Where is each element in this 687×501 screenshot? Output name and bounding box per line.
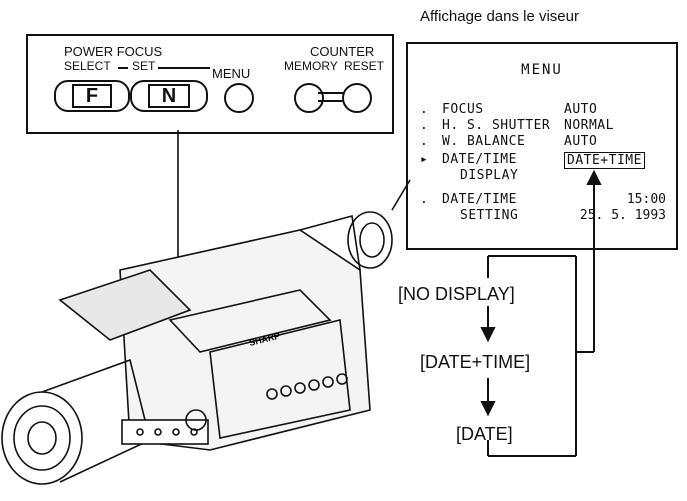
counter-reset-button[interactable] (342, 83, 372, 113)
viewfinder-caption: Affichage dans le viseur (420, 8, 579, 25)
seq-date: [DATE] (456, 424, 513, 444)
menu-row-balance: . W. BALANCE AUTO (420, 134, 598, 149)
memory-label: MEMORY (284, 59, 338, 73)
menu-title: MENU (521, 62, 563, 78)
set-label: SET (132, 59, 156, 73)
menu-row-setting: SETTING 25. 5. 1993 (460, 208, 666, 223)
menu-row-focus: . FOCUS AUTO (420, 102, 598, 117)
menu-button[interactable] (224, 83, 254, 113)
viewfinder-menu: MENU . FOCUS AUTO . H. S. SHUTTER NORMAL… (406, 42, 678, 250)
counter-label: COUNTER (310, 44, 375, 59)
camcorder-illustration: SHARP (1, 130, 411, 485)
n-key-label: N (147, 84, 191, 108)
counter-link (318, 92, 344, 102)
power-focus-label: POWER FOCUS (64, 44, 163, 59)
counter-memory-button[interactable] (294, 83, 324, 113)
select-f-button[interactable]: F (54, 80, 130, 112)
selection-arrow-icon: ▸ (420, 152, 428, 167)
menu-row-datetime-display: ▸ DATE/TIME DATE+TIME (420, 152, 666, 169)
menu-row-display: DISPLAY (460, 168, 519, 183)
control-panel: POWER FOCUS SELECT SET MENU COUNTER MEMO… (26, 34, 394, 134)
f-key-label: F (71, 84, 113, 108)
seq-no-display: [NO DISPLAY] (398, 284, 515, 304)
select-label: SELECT (64, 59, 111, 73)
sequence-arrows (480, 169, 602, 457)
menu-row-datetime-setting: . DATE/TIME 15:00 (420, 192, 666, 207)
seq-date-time: [DATE+TIME] (420, 352, 531, 372)
datetime-value-box: DATE+TIME (564, 152, 645, 169)
set-n-button[interactable]: N (130, 80, 208, 112)
menu-row-shutter: . H. S. SHUTTER NORMAL (420, 118, 614, 133)
reset-label: RESET (344, 59, 385, 73)
menu-label: MENU (212, 66, 251, 81)
